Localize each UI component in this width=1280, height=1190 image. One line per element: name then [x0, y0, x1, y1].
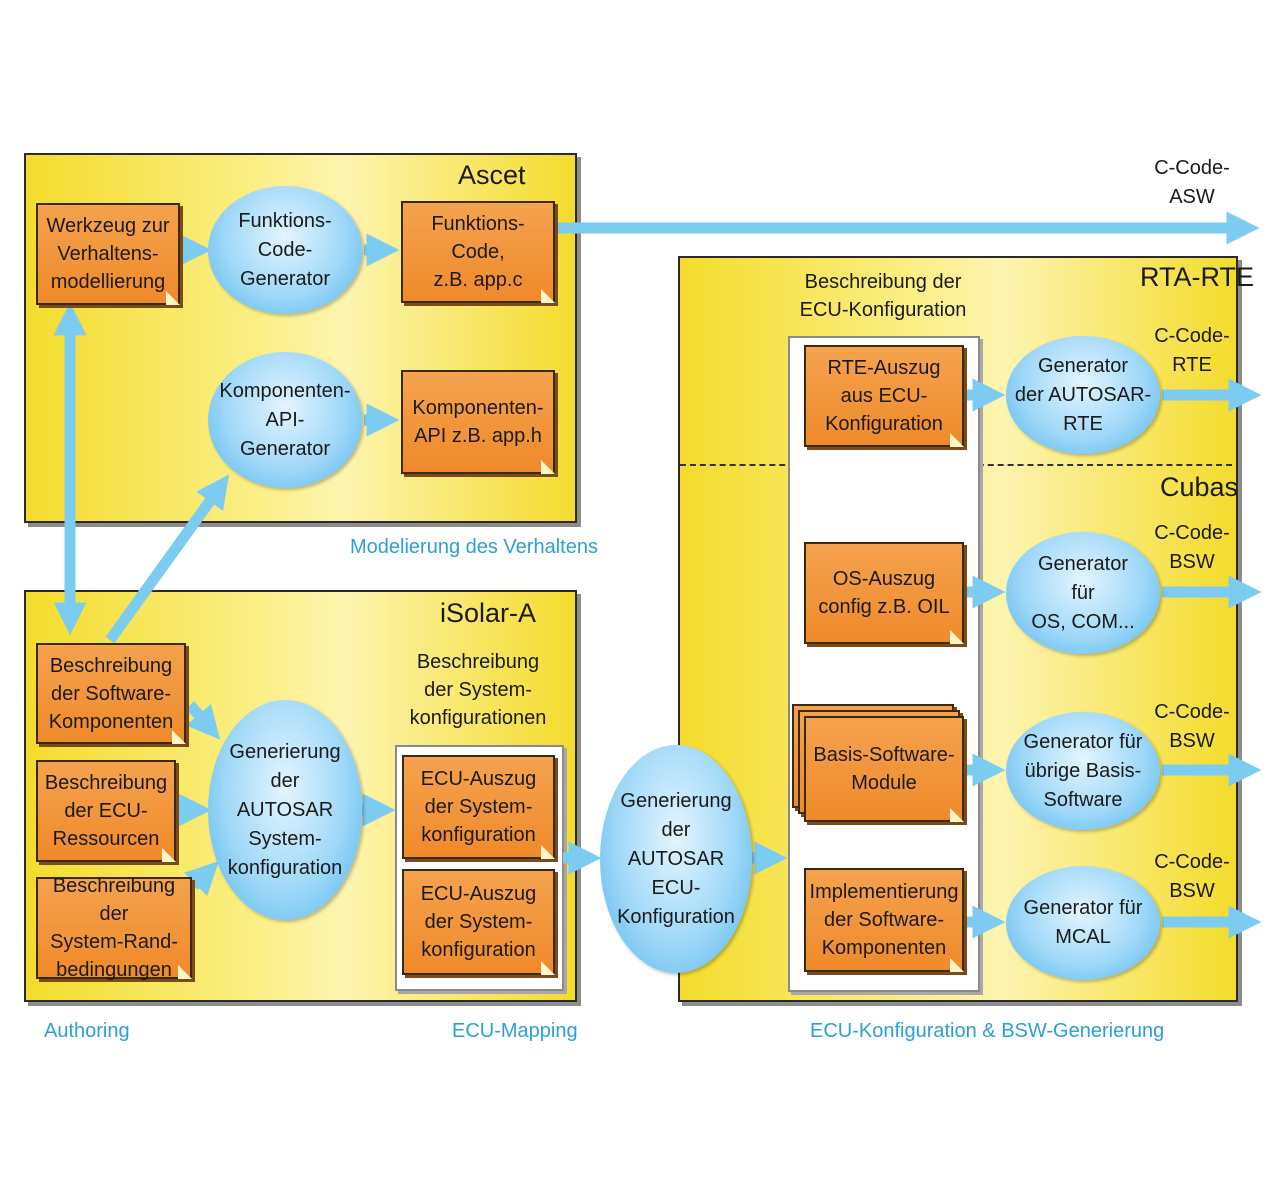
output-c-code-bsw-1: C-Code- BSW: [1154, 522, 1230, 573]
komponenten-api-doc: Komponenten- API z.B. app.h: [401, 370, 555, 474]
komponenten-api-generator: Komponenten- API- Generator: [208, 352, 362, 488]
caption-ecu-mapping: ECU-Mapping: [452, 1020, 578, 1042]
caption-modellierung: Modelierung des Verhaltens: [350, 536, 598, 558]
arrow-swkomp-to-apigen: [105, 474, 229, 644]
ecu-ressourcen-doc: Beschreibung der ECU- Ressourcen: [36, 760, 176, 862]
ascet-title: Ascet: [458, 160, 526, 190]
funktions-code-generator: Funktions- Code- Generator: [208, 186, 362, 314]
basis-software-doc: Basis-Software- Module: [804, 716, 964, 822]
generierung-systemkonfiguration: Generierung der AUTOSAR System- konfigur…: [208, 700, 362, 920]
isolar-title: iSolar-A: [440, 598, 537, 628]
os-auszug-doc: OS-Auszug config z.B. OIL: [804, 542, 964, 644]
arrow-swkomp-to-gensys: [185, 701, 221, 740]
ecu-auszug-doc-2: ECU-Auszug der System- konfiguration: [402, 869, 555, 975]
systemkonfigurationen-heading: Beschreibung der System- konfigurationen: [409, 651, 547, 729]
output-c-code-bsw-2: C-Code- BSW: [1154, 701, 1230, 752]
output-c-code-bsw-3: C-Code- BSW: [1154, 851, 1230, 902]
generator-basis-software: Generator für übrige Basis- Software: [1006, 712, 1160, 830]
generierung-ecu-konfiguration: Generierung der AUTOSAR ECU- Konfigurati…: [600, 745, 752, 973]
cubas-title: Cubas: [1160, 472, 1239, 502]
funktions-code-doc: Funktions- Code, z.B. app.c: [401, 201, 555, 303]
caption-authoring: Authoring: [44, 1020, 130, 1042]
ecu-auszug-doc-1: ECU-Auszug der System- konfiguration: [402, 755, 555, 859]
generator-os-com: Generator für OS, COM...: [1006, 532, 1160, 654]
system-randbedingungen-doc: Beschreibung der System-Rand- bedingunge…: [36, 875, 192, 981]
rta-rte-title: RTA-RTE: [1140, 262, 1255, 292]
generator-autosar-rte: Generator der AUTOSAR- RTE: [1006, 336, 1160, 454]
output-c-code-asw: C-Code- ASW: [1154, 157, 1230, 208]
caption-ecu-konfiguration: ECU-Konfiguration & BSW-Generierung: [810, 1020, 1165, 1042]
ecu-konfiguration-heading: Beschreibung der ECU-Konfiguration: [799, 271, 967, 321]
werkzeug-doc: Werkzeug zur Verhaltens- modellierung: [36, 203, 180, 305]
arrow-sysrand-to-gensys: [183, 861, 219, 897]
output-c-code-rte: C-Code- RTE: [1154, 325, 1230, 376]
sw-komponenten-doc: Beschreibung der Software- Komponenten: [36, 643, 186, 744]
implementierung-sw-doc: Implementierung der Software- Komponente…: [804, 868, 964, 972]
generator-mcal: Generator für MCAL: [1006, 866, 1160, 980]
rte-auszug-doc: RTE-Auszug aus ECU- Konfiguration: [804, 345, 964, 447]
